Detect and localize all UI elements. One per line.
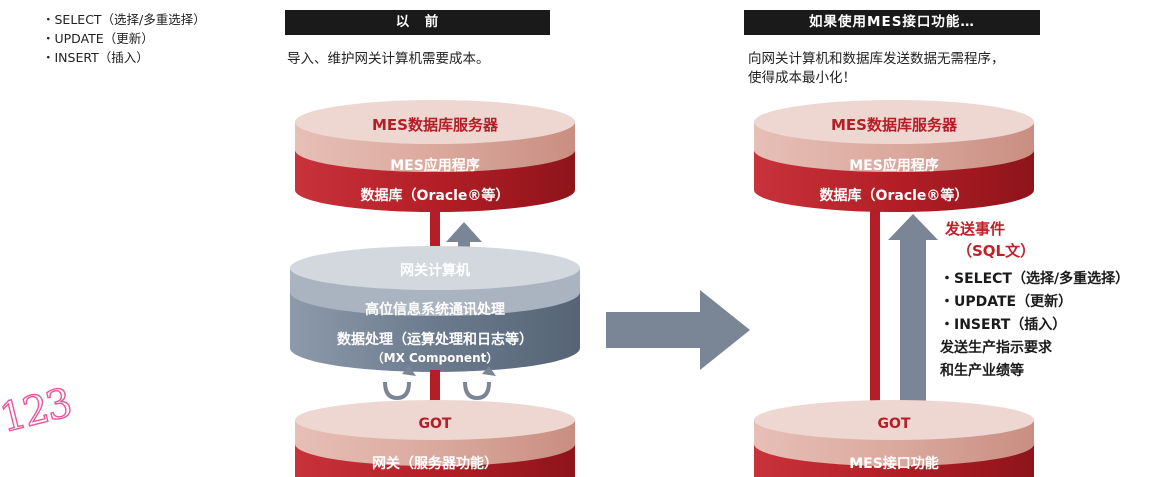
- after-description-line: 使得成本最小化！: [748, 70, 856, 86]
- cycle-arrow-icon: [383, 366, 416, 401]
- right-server-cylinder: MES数据库服务器 MES应用程序 数据库（Oracle®等）: [754, 100, 1034, 212]
- left-lower-red-line: [430, 370, 440, 412]
- left-server-title: MES数据库服务器: [372, 116, 499, 134]
- right-server-app: MES应用程序: [849, 157, 939, 174]
- left-got-title: GOT: [419, 416, 452, 432]
- gateway-title: 网关计算机: [400, 262, 470, 279]
- left-server-cylinder: MES数据库服务器 MES应用程序 数据库（Oracle®等）: [295, 100, 575, 212]
- event-item: 和生产业绩等: [940, 363, 1024, 379]
- gateway-line3: （MX Component）: [372, 350, 499, 365]
- gateway-cylinder: 网关计算机 高位信息系统通讯处理 数据处理（运算处理和日志等） （MX Comp…: [290, 246, 580, 372]
- side-list-item: ・INSERT（插入）: [42, 50, 149, 65]
- cycle-arrow-icon: [463, 366, 496, 401]
- right-red-line: [870, 210, 880, 410]
- event-item: 发送生产指示要求: [940, 340, 1052, 356]
- left-upper-red-line: [430, 210, 440, 258]
- left-got-cylinder: GOT 网关（服务器功能）: [295, 400, 575, 477]
- right-up-arrow: [888, 214, 938, 410]
- right-got-title: GOT: [878, 416, 911, 432]
- transition-arrow: [606, 290, 750, 370]
- event-item: ・SELECT（选择/多重选择）: [940, 271, 1130, 287]
- left-got-sub: 网关（服务器功能）: [372, 455, 498, 472]
- right-got-cylinder: GOT MES接口功能: [754, 400, 1034, 477]
- before-description: 导入、维护网关计算机需要成本。: [287, 51, 490, 67]
- side-list-item: ・UPDATE（更新）: [42, 31, 154, 46]
- event-subtitle: （SQL文）: [957, 242, 1036, 260]
- event-annotation: 发送事件 （SQL文）: [945, 218, 1035, 262]
- side-list-item: ・SELECT（选择/多重选择）: [42, 12, 206, 27]
- gateway-line2: 数据处理（运算处理和日志等）: [337, 331, 533, 348]
- after-description-line: 向网关计算机和数据库发送数据无需程序，: [748, 51, 1005, 67]
- sql-command-list: ・SELECT（选择/多重选择） ・UPDATE（更新） ・INSERT（插入）: [42, 10, 206, 67]
- right-got-sub: MES接口功能: [849, 455, 939, 472]
- event-item: ・UPDATE（更新）: [940, 294, 1073, 310]
- left-server-db: 数据库（Oracle®等）: [361, 187, 510, 204]
- left-server-app: MES应用程序: [390, 157, 480, 174]
- event-item: ・INSERT（插入）: [940, 317, 1067, 333]
- before-header: 以 前: [285, 10, 550, 35]
- event-items: ・SELECT（选择/多重选择） ・UPDATE（更新） ・INSERT（插入）…: [940, 268, 1129, 383]
- after-description: 向网关计算机和数据库发送数据无需程序， 使得成本最小化！: [748, 50, 1005, 88]
- gateway-line1: 高位信息系统通讯处理: [365, 301, 505, 318]
- after-header: 如果使用MES接口功能…: [744, 10, 1040, 35]
- right-server-title: MES数据库服务器: [831, 116, 958, 134]
- right-server-db: 数据库（Oracle®等）: [820, 187, 969, 204]
- event-title: 发送事件: [945, 220, 1006, 238]
